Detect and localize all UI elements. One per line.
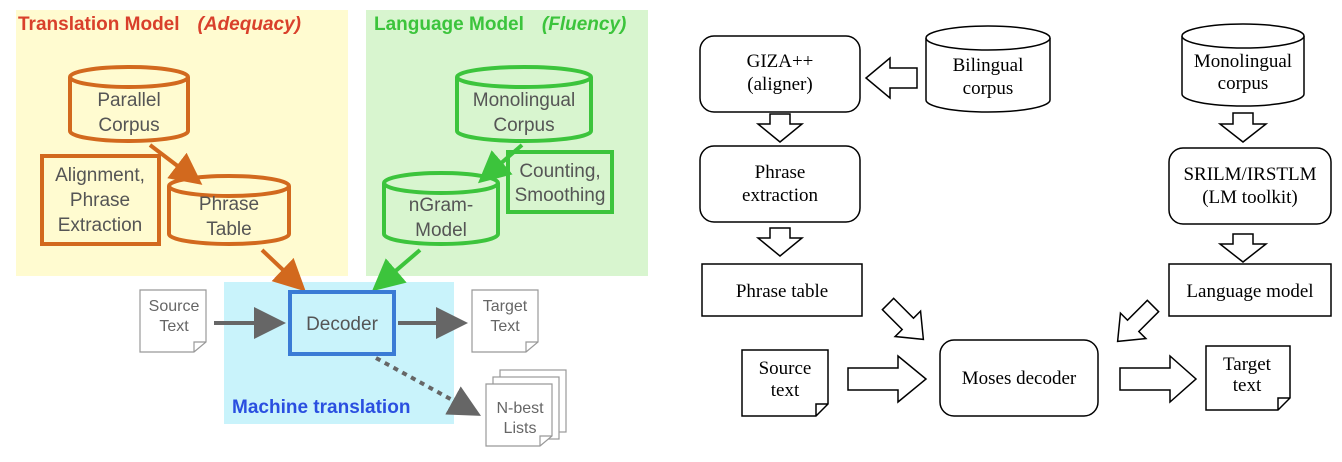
source-text-doc-icon bbox=[139, 289, 207, 353]
ngram-line2: Model bbox=[415, 220, 467, 241]
target-text-line2: Text bbox=[490, 318, 520, 335]
right-diagram: GIZA++ (aligner) Bilingual corpus Monoli… bbox=[699, 23, 1332, 417]
bilingual-line1: Bilingual bbox=[953, 55, 1024, 76]
source-text-right-line2: text bbox=[771, 380, 800, 401]
target-text-line1: Target bbox=[483, 298, 528, 315]
phrase-table-cylinder bbox=[167, 174, 291, 246]
mono-to-srilm-arrow bbox=[1217, 112, 1269, 143]
target-text-right-line1: Target bbox=[1223, 354, 1272, 375]
target-text-doc-right bbox=[1205, 345, 1291, 411]
alignment-line2: Phrase bbox=[70, 190, 130, 211]
bilingual-line2: corpus bbox=[963, 78, 1014, 99]
adequacy-label: (Adequacy) bbox=[198, 14, 301, 35]
monolingual-corpus-cylinder-right bbox=[1181, 23, 1305, 107]
svg-text:Translation Model(Adequacy): Translation Model (Adequacy) bbox=[18, 14, 301, 35]
counting-line1: Counting, bbox=[519, 161, 600, 182]
language-model-title: Language Model bbox=[374, 14, 524, 35]
srilm-line2: (LM toolkit) bbox=[1202, 187, 1298, 208]
source-to-moses-arrow bbox=[847, 354, 928, 404]
decoder-to-nbest-arrow bbox=[375, 356, 482, 416]
parallel-corpus-line2: Corpus bbox=[98, 115, 159, 136]
target-text-doc-icon bbox=[471, 289, 539, 353]
phrase-extraction-box bbox=[699, 145, 861, 223]
parallel-corpus-line1: Parallel bbox=[97, 90, 160, 111]
source-text-line1: Source bbox=[149, 298, 200, 315]
monolingual-line2: corpus bbox=[1218, 73, 1269, 94]
phrase-table-line2: Table bbox=[206, 219, 251, 240]
counting-line2: Smoothing bbox=[515, 185, 606, 206]
alignment-box bbox=[40, 154, 161, 246]
bilingual-to-giza-arrow bbox=[864, 56, 918, 100]
monocorpus-to-ngram-arrow bbox=[477, 143, 524, 184]
decoder-label: Decoder bbox=[306, 314, 378, 335]
translation-model-panel bbox=[16, 10, 348, 276]
monolingual-corpus-line1: Monolingual bbox=[473, 90, 575, 111]
monolingual-corpus-line2: Corpus bbox=[493, 115, 554, 136]
nbest-lists-doc-stack bbox=[485, 369, 567, 447]
language-model-panel bbox=[366, 10, 648, 276]
source-text-line2: Text bbox=[159, 318, 189, 335]
ngram-line1: nGram- bbox=[409, 195, 473, 216]
language-model-label: Language model bbox=[1186, 281, 1313, 302]
nbest-line2: Lists bbox=[504, 420, 537, 437]
nbest-line1: N-best bbox=[496, 400, 544, 417]
svg-text:Language Model(Fluency): Language Model (Fluency) bbox=[374, 14, 626, 35]
moses-decoder-label: Moses decoder bbox=[962, 368, 1077, 389]
monolingual-line1: Monolingual bbox=[1194, 51, 1292, 72]
table-to-moses-arrow bbox=[881, 297, 925, 341]
srilm-to-lm-arrow bbox=[1217, 233, 1269, 263]
moses-to-target-arrow bbox=[1119, 354, 1198, 404]
source-text-doc-right bbox=[741, 349, 829, 417]
giza-box bbox=[699, 35, 861, 113]
moses-decoder-box bbox=[939, 339, 1099, 417]
source-text-right-line1: Source bbox=[759, 358, 812, 379]
ngram-to-decoder-arrow bbox=[371, 248, 422, 292]
target-text-right-line2: text bbox=[1233, 375, 1262, 396]
left-diagram: Translation Model (Adequacy) Language Mod… bbox=[16, 10, 648, 447]
giza-to-extraction-arrow bbox=[755, 113, 805, 143]
phrase-table-label: Phrase table bbox=[736, 281, 828, 302]
extraction-to-table-arrow bbox=[755, 227, 805, 257]
translation-model-title: Translation Model bbox=[18, 14, 180, 35]
alignment-line3: Extraction bbox=[58, 215, 142, 236]
giza-line1: GIZA++ bbox=[747, 51, 814, 72]
phrase-table-box bbox=[701, 263, 863, 317]
corpus-to-table-arrow bbox=[148, 143, 203, 185]
parallel-corpus-cylinder bbox=[68, 65, 190, 143]
giza-line2: (aligner) bbox=[747, 74, 812, 95]
language-model-box bbox=[1168, 263, 1332, 317]
table-to-decoder-arrow bbox=[260, 248, 306, 292]
srilm-line1: SRILM/IRSTLM bbox=[1183, 164, 1316, 185]
fluency-label: (Fluency) bbox=[542, 14, 626, 35]
lm-to-moses-arrow bbox=[1116, 299, 1160, 343]
phrase-extraction-line2: extraction bbox=[742, 185, 818, 206]
srilm-box bbox=[1168, 147, 1332, 225]
decoder-box bbox=[288, 290, 396, 356]
machine-translation-label: Machine translation bbox=[232, 397, 410, 418]
bilingual-corpus-cylinder bbox=[925, 25, 1051, 113]
alignment-line1: Alignment, bbox=[55, 165, 145, 186]
monolingual-corpus-cylinder bbox=[455, 65, 593, 143]
phrase-extraction-line1: Phrase bbox=[755, 162, 806, 183]
phrase-table-line1: Phrase bbox=[199, 194, 259, 215]
